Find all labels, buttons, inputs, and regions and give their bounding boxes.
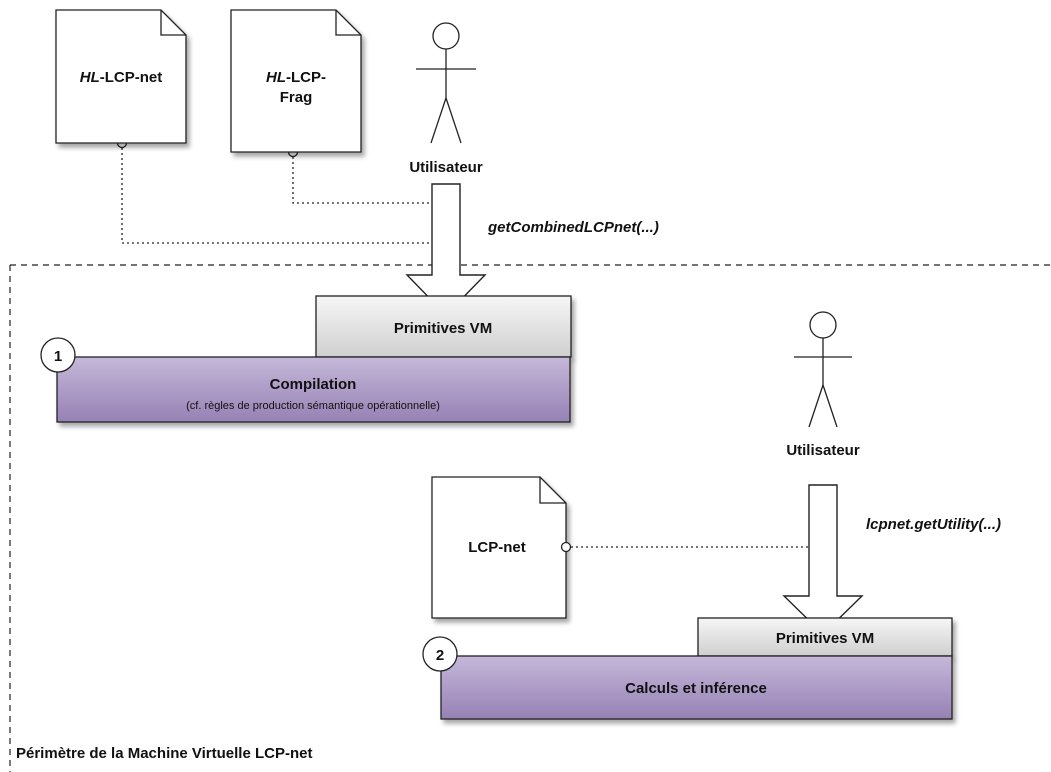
badge-two-label: 2: [436, 647, 444, 664]
perimeter-label: Périmètre de la Machine Virtuelle LCP-ne…: [16, 745, 312, 762]
calculs-label: Calculs et inférence: [625, 680, 767, 697]
actor-user-top-label: Utilisateur: [409, 159, 483, 176]
document-lcp-net-label: LCP-net: [468, 539, 526, 556]
connector-port-lcp-net: [560, 541, 572, 553]
primitives-vm-top-box: [315, 295, 572, 358]
arrow-bottom-icon: [782, 484, 864, 635]
actor-user-bottom-label: Utilisateur: [786, 442, 860, 459]
actor-user-bottom-icon: [794, 311, 852, 428]
arrow-top-icon: [405, 183, 487, 317]
call-lcpnet-get-utility: lcpnet.getUtility(...): [866, 516, 1001, 533]
document-hl-lcp-frag-label-line2: Frag: [280, 89, 313, 106]
connector-hl-lcp-frag: [292, 157, 432, 204]
primitives-vm-top-label: Primitives VM: [394, 320, 492, 337]
document-hl-lcp-frag-label: HL-LCP-: [266, 69, 326, 86]
badge-one-label: 1: [54, 348, 62, 365]
compilation-block: [56, 356, 571, 423]
compilation-title: Compilation: [270, 376, 357, 393]
actor-user-top-icon: [416, 22, 476, 144]
document-hl-lcp-frag: [230, 9, 362, 153]
compilation-subtitle: (cf. règles de production sémantique opé…: [186, 400, 440, 412]
connector-hl-lcp-net: [121, 148, 432, 244]
document-hl-lcp-net-label: HL-LCP-net: [80, 69, 163, 86]
document-hl-lcp-net: [55, 9, 187, 144]
call-get-combined-lcpnet: getCombinedLCPnet(...): [487, 219, 659, 236]
primitives-vm-bottom-label: Primitives VM: [776, 630, 874, 647]
calculs-block: [440, 655, 953, 720]
document-lcp-net: [431, 476, 567, 619]
badge-two: [422, 636, 458, 672]
badge-one: [40, 337, 76, 373]
vm-perimeter: [9, 264, 1051, 772]
primitives-vm-bottom-box: [697, 617, 953, 657]
